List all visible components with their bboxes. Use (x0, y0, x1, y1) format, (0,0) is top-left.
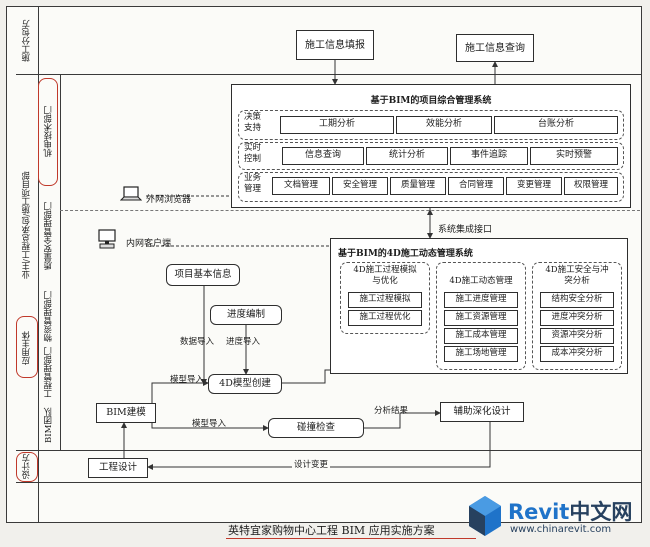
system-4d-title: 基于BIM的4D施工动态管理系统 (338, 249, 473, 259)
item-period-analysis: 工期分析 (280, 116, 394, 134)
item-process-sim: 施工过程模拟 (348, 292, 422, 308)
figure-caption: 英特宜家购物中心工程 BIM 应用实施方案 (228, 524, 435, 537)
group-dynamic-title: 4D施工动态管理 (449, 276, 513, 286)
label-design-change: 设计变更 (292, 458, 331, 470)
box-project-info: 项目基本信息 (166, 264, 240, 286)
watermark-logo: Revit中文网 www.chinarevit.com (466, 490, 646, 542)
arrow-deepen-to-design (147, 421, 491, 470)
group-safety (532, 262, 622, 370)
label-model-import-1: 模型导入 (170, 375, 205, 385)
box-4d-model-create: 4D模型创建 (208, 374, 282, 394)
row-decision (238, 110, 624, 140)
item-permission-mgmt: 权限管理 (564, 177, 618, 195)
arrow-clash-to-deepen (364, 410, 441, 429)
item-doc-mgmt: 文档管理 (272, 177, 330, 195)
box-schedule: 进度编制 (210, 305, 282, 325)
item-site-mgmt: 施工场地管理 (444, 346, 518, 362)
red-mark-design (16, 452, 38, 482)
item-cost-clash: 成本冲突分析 (540, 346, 614, 362)
client-internal: 内网客户端 (126, 239, 172, 249)
group-dynamic (436, 262, 526, 370)
label-analysis-result: 分析结果 (374, 406, 409, 416)
divider-client (60, 210, 640, 211)
caption-underline (226, 538, 476, 539)
item-ledger-analysis: 台账分析 (494, 116, 618, 134)
red-mark-tech (38, 78, 58, 186)
arrow-bim-to-create (151, 380, 209, 408)
item-info-query: 信息查询 (282, 147, 364, 165)
lane-column-inner (38, 74, 61, 450)
row-decision-label: 决策 支持 (244, 112, 262, 133)
red-mark-app (16, 316, 38, 378)
item-resource-clash: 资源冲突分析 (540, 328, 614, 344)
box-info-fill: 施工信息填报 (296, 30, 374, 60)
client-external: 外网浏览器 (146, 195, 192, 205)
row-realtime-label: 实时 控制 (244, 143, 262, 164)
item-change-mgmt: 变更管理 (506, 177, 562, 195)
item-efficiency-analysis: 效能分析 (396, 116, 492, 134)
watermark-brand: Revit中文网 (508, 496, 632, 526)
computer-icon (96, 228, 118, 254)
item-schedule-mgmt: 施工进度管理 (444, 292, 518, 308)
item-schedule-clash: 进度冲突分析 (540, 310, 614, 326)
lane-column-left (16, 6, 39, 523)
label-progress-import: 进度导入 (226, 337, 261, 347)
item-resource-mgmt: 施工资源管理 (444, 310, 518, 326)
box-eng-design: 工程设计 (88, 458, 148, 478)
watermark-cube-icon (469, 496, 501, 536)
laptop-icon (119, 186, 143, 206)
item-contract-mgmt: 合同管理 (448, 177, 504, 195)
row-business-label: 业务 管理 (244, 173, 262, 194)
row-realtime (238, 142, 624, 170)
box-bim-model: BIM建模 (96, 403, 156, 423)
item-cost-mgmt: 施工成本管理 (444, 328, 518, 344)
watermark-brand-b: 中文网 (569, 500, 633, 524)
label-data-import: 数据导入 (180, 337, 215, 347)
box-info-query: 施工信息查询 (456, 34, 534, 62)
watermark-url: www.chinarevit.com (510, 524, 612, 535)
group-safety-title: 4D施工安全与冲 突分析 (545, 265, 609, 286)
item-stat-analysis: 统计分析 (366, 147, 448, 165)
divider-sub (16, 74, 642, 75)
watermark-brand-a: Revit (508, 500, 570, 524)
item-safety-mgmt: 安全管理 (332, 177, 388, 195)
item-quality-mgmt: 质量管理 (390, 177, 446, 195)
integration-label: 系统集成接口 (438, 225, 493, 235)
item-event-track: 事件追踪 (450, 147, 528, 165)
item-realtime-alert: 实时预警 (530, 147, 618, 165)
box-clash-check: 碰撞检查 (268, 418, 364, 438)
box-deepen-design: 辅助深化设计 (440, 402, 524, 422)
label-model-import-2: 模型导入 (192, 419, 227, 429)
system-integrated-title: 基于BIM的项目综合管理系统 (370, 96, 492, 106)
item-process-opt: 施工过程优化 (348, 310, 422, 326)
divider-design (16, 450, 642, 451)
group-simulation-title: 4D施工过程模拟 与优化 (353, 265, 417, 286)
divider-bottom (16, 482, 642, 483)
group-simulation (340, 262, 430, 334)
item-structure-safety: 结构安全分析 (540, 292, 614, 308)
row-business (238, 172, 624, 202)
